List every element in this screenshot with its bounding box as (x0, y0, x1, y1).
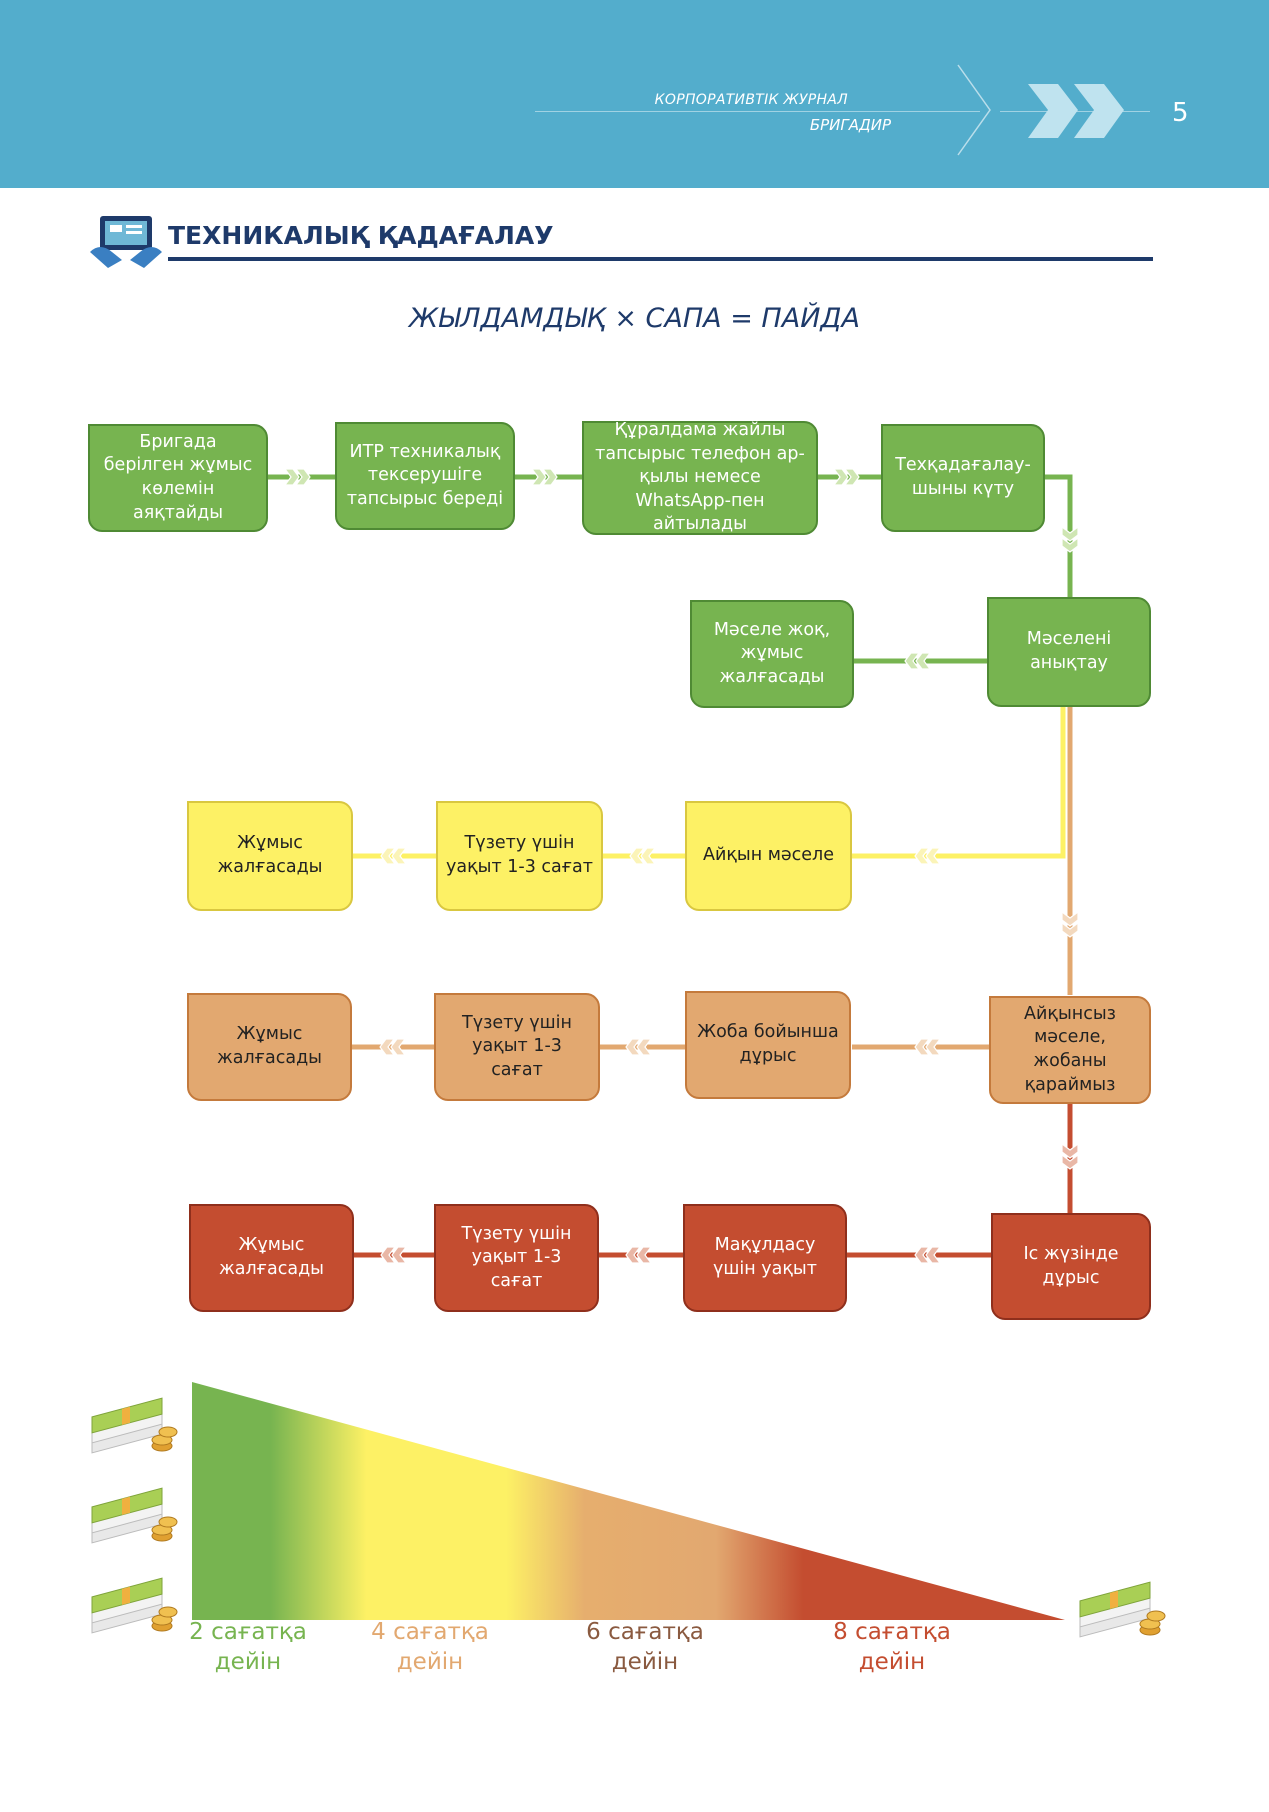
monitor-hands-icon (90, 216, 162, 268)
node-approval-time: Мақұлдасу үшін уақыт (683, 1204, 847, 1312)
node-yellow-continue: Жұмыс жалғасады (187, 801, 353, 911)
node-unclear-problem: Айқынсыз мәселе, жобаны қараймыз (989, 996, 1151, 1104)
node-actually-correct: Іс жүзінде дұрыс (991, 1213, 1151, 1320)
node-yellow-fix-time: Түзету үшін уақыт 1-3 сағат (436, 801, 603, 911)
node-per-design-correct: Жоба бойынша дұрыс (685, 991, 851, 1099)
legend-2-hours: 2 сағатқа дейін (168, 1618, 328, 1678)
legend-hours: 8 сағатқа (833, 1619, 951, 1645)
node-orange-continue: Жұмыс жалғасады (187, 993, 352, 1101)
legend-hours: 6 сағатқа (586, 1619, 704, 1645)
legend-until: дейін (396, 1648, 464, 1675)
header-divider (535, 111, 980, 112)
money-stack-icon (91, 1397, 178, 1454)
legend-hours: 4 сағатқа (371, 1619, 489, 1645)
legend-until: дейін (611, 1648, 679, 1675)
legend-until: дейін (858, 1648, 926, 1675)
node-red-fix-time: Түзету үшін уақыт 1-3 сағат (434, 1204, 599, 1312)
legend-8-hours: 8 сағатқа дейін (812, 1618, 972, 1678)
node-identify-problem: Мәселені анықтау (987, 597, 1151, 707)
node-itr-orders: ИТР техникалық тексерушіге тапсырыс бере… (335, 422, 515, 530)
journal-name: КОРПОРАТИВТІК ЖУРНАЛ (654, 92, 848, 108)
legend-until: дейін (214, 1648, 282, 1675)
node-orange-fix-time: Түзету үшін уақыт 1-3 сағат (434, 993, 600, 1101)
node-wait-supervisor: Техқадағалау-шыны күту (881, 424, 1045, 532)
money-stack-icon (91, 1577, 178, 1634)
page-number: 5 (1172, 98, 1189, 128)
money-stack-icon (1079, 1581, 1166, 1638)
node-no-problem: Мәселе жоқ, жұмыс жалғасады (690, 600, 854, 708)
legend-6-hours: 6 сағатқа дейін (565, 1618, 725, 1678)
journal-subtitle: БРИГАДИР (809, 116, 891, 134)
node-brigade-finishes: Бригада берілген жұмыс көлемін аяқтайды (88, 424, 268, 532)
header-chevrons-icon (957, 64, 1124, 156)
header-banner: КОРПОРАТИВТІК ЖУРНАЛ БРИГАДИР 5 (0, 0, 1269, 188)
legend-hours: 2 сағатқа (189, 1619, 307, 1645)
node-order-by-phone: Құралдама жайлы тапсырыс телефон ар-қылы… (582, 420, 818, 535)
section-rule (168, 257, 1153, 261)
node-obvious-problem: Айқын мәселе (685, 801, 852, 911)
money-stack-icon (91, 1487, 178, 1544)
section-title: ТЕХНИКАЛЫҚ ҚАДАҒАЛАУ (168, 221, 554, 250)
node-red-continue: Жұмыс жалғасады (189, 1204, 354, 1312)
legend-4-hours: 4 сағатқа дейін (350, 1618, 510, 1678)
formula-heading: ЖЫЛДАМДЫҚ × САПА = ПАЙДА (409, 303, 860, 334)
